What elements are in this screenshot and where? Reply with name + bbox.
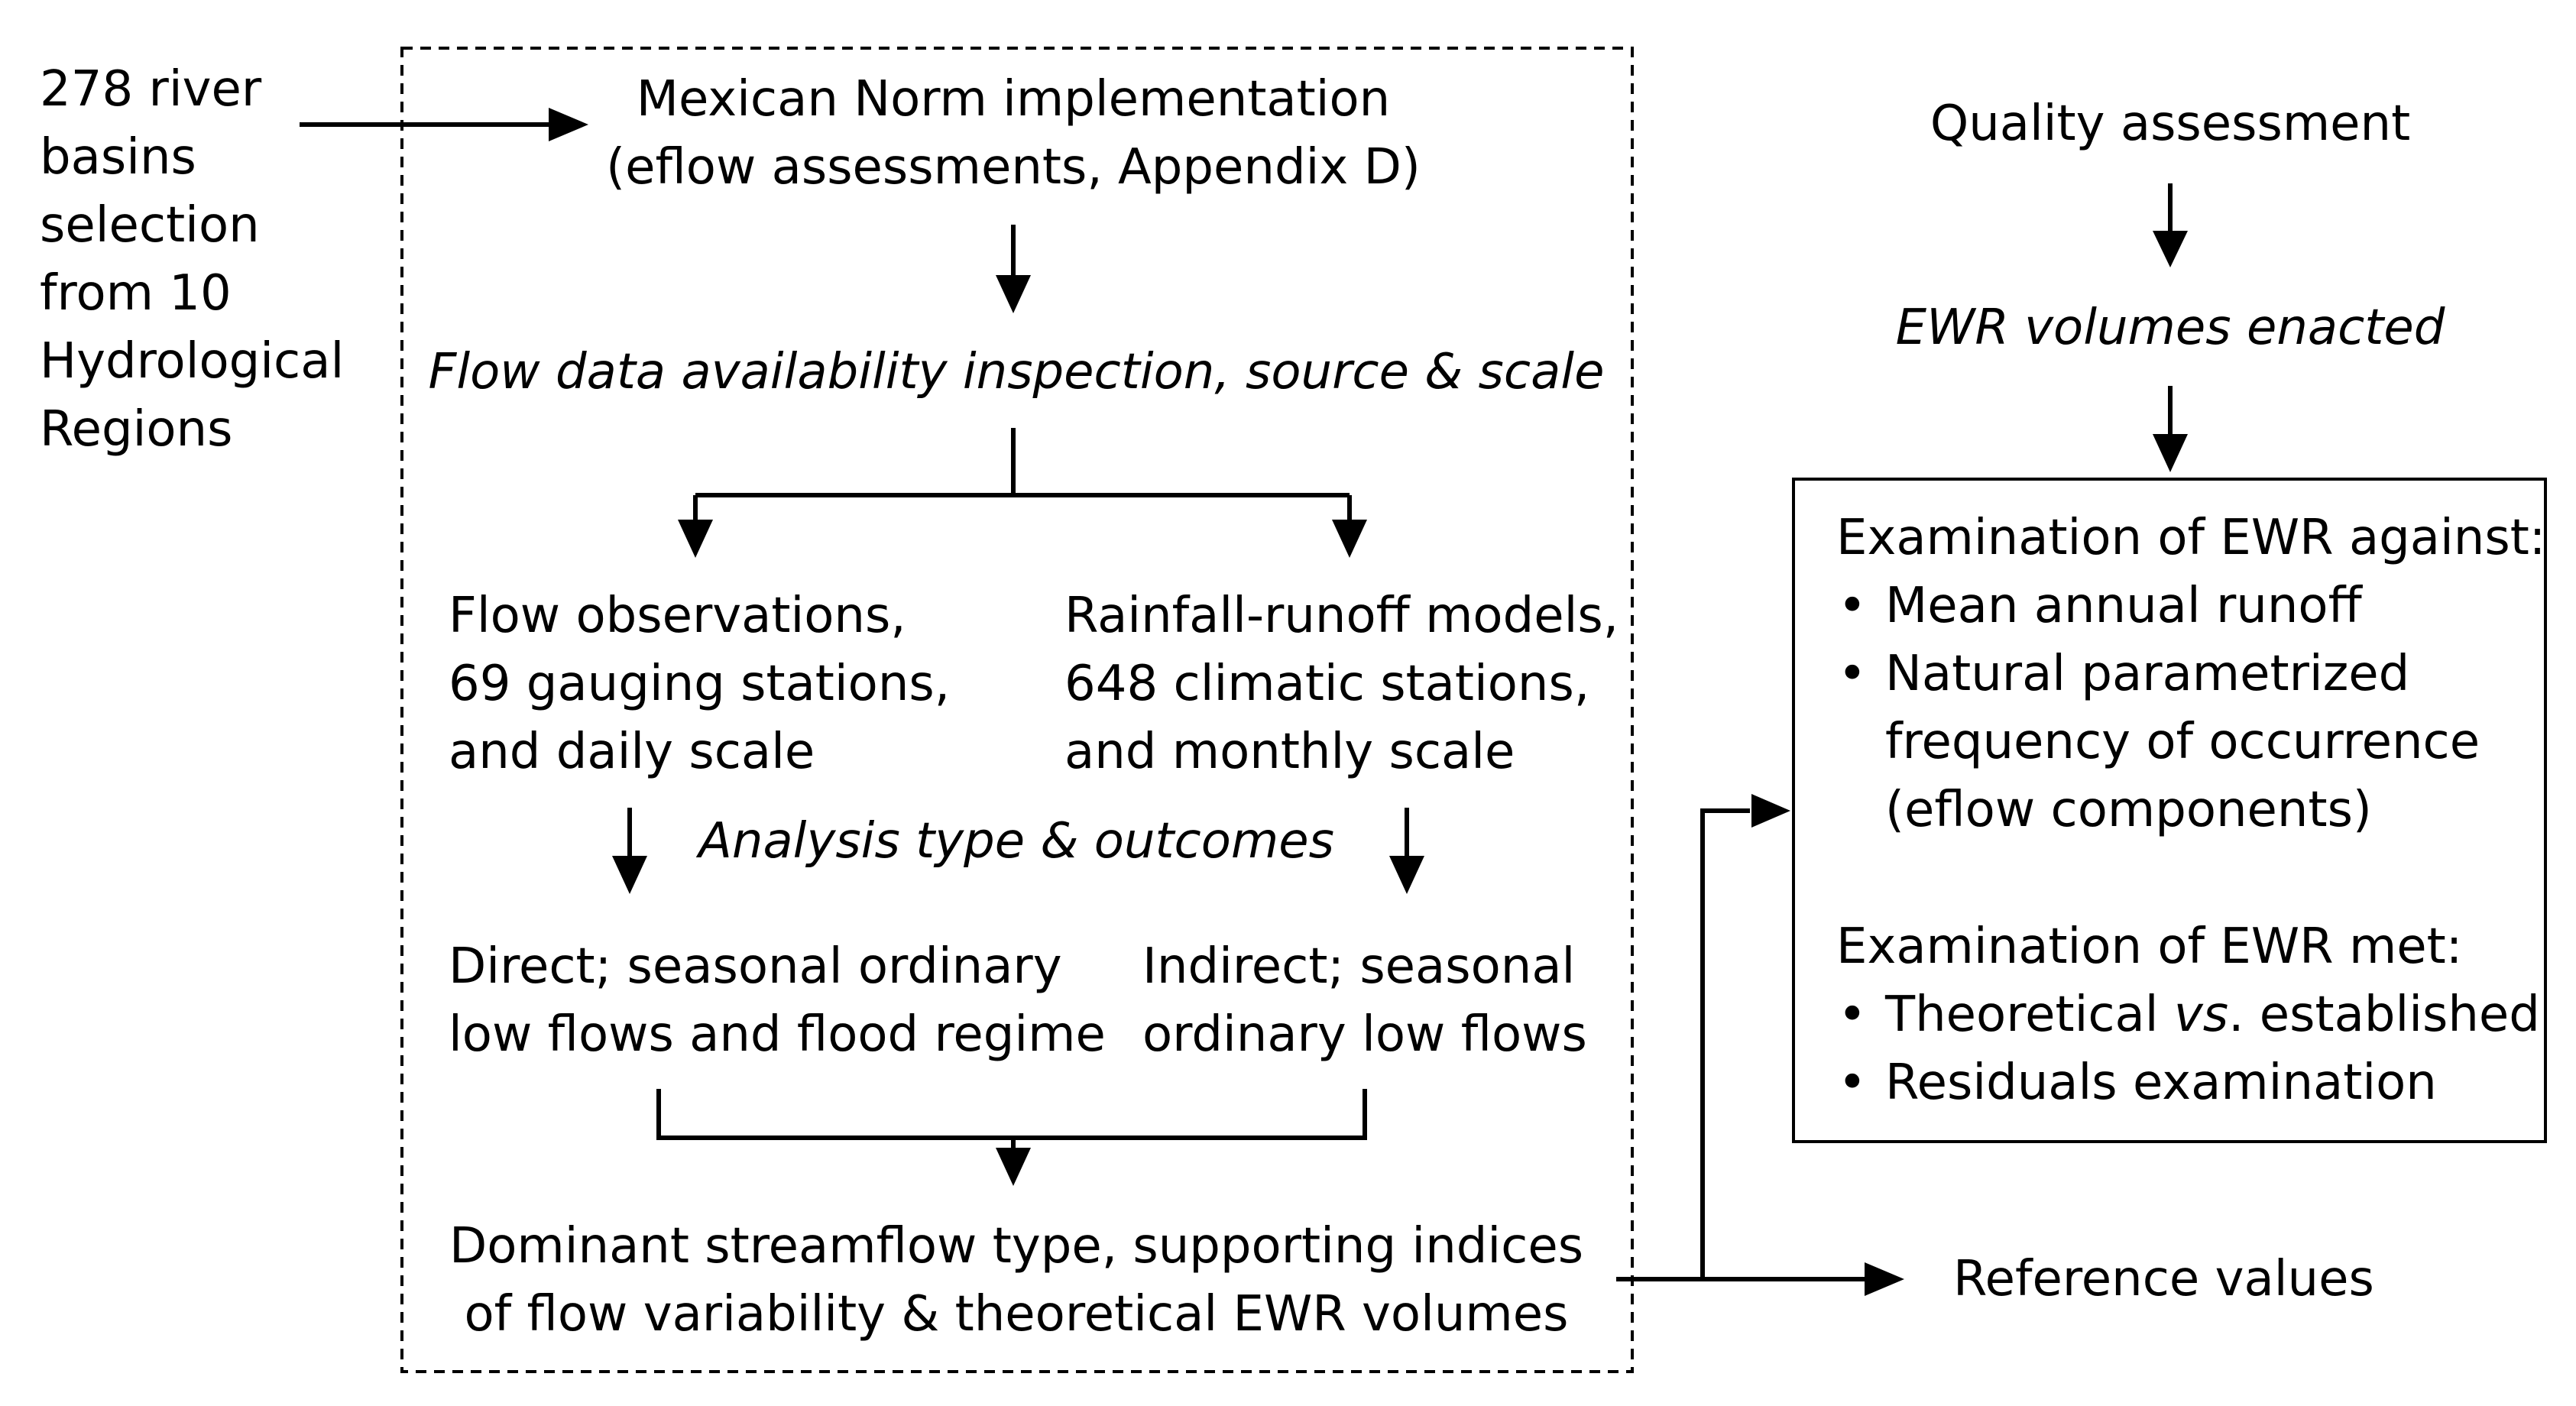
- observations-line: 69 gauging stations,: [449, 656, 951, 712]
- models-line: and monthly scale: [1064, 724, 1515, 780]
- input-line: Hydrological: [40, 333, 345, 390]
- flow-data-inspection-node: Flow data availability inspection, sourc…: [428, 339, 1605, 407]
- process-boundary-dashed: [400, 47, 1634, 1373]
- input-line: from 10: [40, 265, 232, 322]
- exam-met-item-theoretical: Theoretical vs. established: [1885, 981, 2540, 1049]
- analysis-text: Analysis type & outcomes: [698, 813, 1334, 870]
- arrowhead-norm-to-flowdata: [996, 275, 1031, 313]
- split-flowdata: [693, 428, 1352, 527]
- direct-line: Direct; seasonal ordinary: [449, 938, 1062, 995]
- ewr-volumes-enacted-node: EWR volumes enacted: [1865, 294, 2476, 362]
- arrowhead-enacted-to-review: [2153, 434, 2188, 472]
- indirect-analysis-node: Indirect; seasonal ordinary low flows: [1142, 933, 1587, 1069]
- quality-text: Quality assessment: [1930, 96, 2411, 152]
- rainfall-runoff-models-node: Rainfall-runoff models, 648 climatic sta…: [1064, 582, 1619, 786]
- merge-to-dominant: [656, 1089, 1367, 1151]
- input-line: basins: [40, 129, 196, 186]
- direct-analysis-node: Direct; seasonal ordinary low flows and …: [449, 933, 1106, 1069]
- norm-line: (eflow assessments, Appendix D): [606, 139, 1421, 196]
- exam-against-heading: Examination of EWR against:: [1836, 510, 2546, 566]
- flow-observations-node: Flow observations, 69 gauging stations, …: [449, 582, 950, 786]
- arrowhead-to-dominant: [996, 1148, 1031, 1186]
- reference-values-node: Reference values: [1953, 1251, 2374, 1307]
- indirect-line: ordinary low flows: [1142, 1006, 1587, 1063]
- frequency-line: frequency of occurrence: [1885, 714, 2480, 770]
- dominant-line: Dominant streamflow type, supporting ind…: [449, 1218, 1584, 1275]
- direct-line: low flows and flood regime: [449, 1006, 1106, 1063]
- indirect-line: Indirect; seasonal: [1142, 938, 1576, 995]
- frequency-line: Natural parametrized: [1885, 646, 2410, 702]
- arrowhead-to-direct: [612, 856, 647, 894]
- norm-implementation-node: Mexican Norm implementation (eflow asses…: [593, 66, 1434, 202]
- flow-data-text: Flow data availability inspection, sourc…: [428, 344, 1605, 400]
- frequency-line: (eflow components): [1885, 782, 2372, 838]
- bullet-mark: •: [1838, 1054, 1867, 1111]
- arrowhead-to-observations: [678, 520, 713, 558]
- arrowhead-to-reference: [1865, 1262, 1904, 1296]
- exam-met-heading: Examination of EWR met:: [1836, 918, 2463, 975]
- exam-met-item-residuals: Residuals examination: [1885, 1054, 2437, 1111]
- norm-line: Mexican Norm implementation: [636, 71, 1391, 128]
- exam-against-item-runoff: Mean annual runoff: [1885, 578, 2362, 634]
- bullet-mark: •: [1838, 578, 1867, 634]
- arrowhead-to-indirect: [1389, 856, 1424, 894]
- dominant-line: of flow variability & theoretical EWR vo…: [464, 1286, 1569, 1343]
- bullet-mark: •: [1838, 646, 1867, 702]
- observations-line: and daily scale: [449, 724, 815, 780]
- arrowhead-quality-to-enacted: [2153, 231, 2188, 267]
- analysis-type-label: Analysis type & outcomes: [672, 808, 1360, 876]
- models-line: Rainfall-runoff models,: [1064, 588, 1619, 644]
- exam-against-item-frequency: Natural parametrized frequency of occurr…: [1885, 640, 2480, 844]
- theoretical-vs: vs: [2173, 986, 2229, 1043]
- output-connector: [1616, 808, 1865, 1281]
- review-box: [1792, 478, 2547, 1143]
- enacted-text: EWR volumes enacted: [1895, 300, 2445, 356]
- arrowhead-to-models: [1332, 520, 1367, 558]
- models-line: 648 climatic stations,: [1064, 656, 1590, 712]
- quality-assessment-node: Quality assessment: [1865, 90, 2476, 158]
- dominant-streamflow-node: Dominant streamflow type, supporting ind…: [428, 1213, 1605, 1349]
- input-line: selection: [40, 197, 260, 254]
- observations-line: Flow observations,: [449, 588, 906, 644]
- arrowhead-to-review: [1751, 794, 1790, 828]
- bullet-mark: •: [1838, 986, 1867, 1043]
- theoretical-post: . established: [2228, 986, 2540, 1043]
- theoretical-pre: Theoretical: [1885, 986, 2174, 1043]
- input-line: 278 river: [40, 61, 262, 118]
- arrowhead-input-to-norm: [549, 108, 588, 141]
- input-basins-text: 278 river basins selection from 10 Hydro…: [40, 56, 344, 464]
- input-line: Regions: [40, 401, 233, 458]
